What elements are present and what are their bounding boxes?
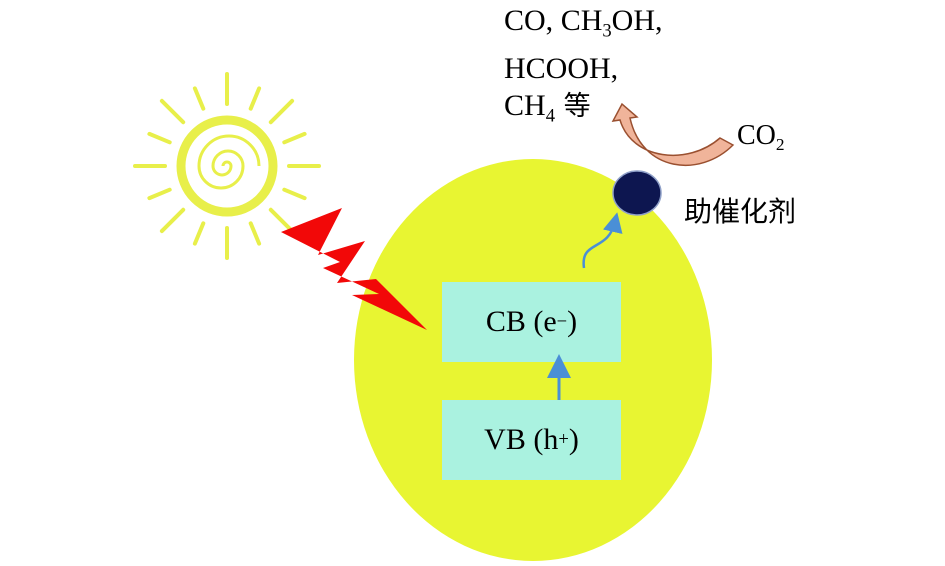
cb-box [442, 282, 621, 362]
electron-transfer-arrow [582, 212, 623, 269]
cb-label: CB (e−) [485, 305, 578, 338]
co2-label: CO2 [737, 120, 785, 155]
sun-ray [159, 98, 186, 125]
sun-ray [192, 86, 206, 111]
sun-swirl [197, 134, 261, 190]
sun-ray [268, 207, 295, 234]
co2-reduction-arrow [611, 102, 735, 167]
sun-icon [133, 72, 321, 260]
vb-label: VB (h+) [484, 423, 579, 456]
sun-rays [133, 72, 321, 260]
products-label: CO, CH3OH, HCOOH, CH4 等 [504, 2, 663, 134]
lightning-bolt-icon [281, 208, 427, 330]
sun-ray [248, 86, 262, 111]
vb-box [442, 400, 621, 480]
cocatalyst-label: 助催化剂 [684, 195, 797, 228]
sun-ray [282, 131, 307, 145]
sun-ray [159, 207, 186, 234]
cocatalyst-dot [612, 170, 662, 216]
sun-ray [248, 221, 262, 246]
sun-ray [147, 187, 172, 201]
sun-ray [268, 98, 295, 125]
sun-ray [282, 187, 307, 201]
sun-ray [147, 131, 172, 145]
products-line-2: HCOOH, [504, 51, 619, 85]
sun-ray [192, 221, 206, 246]
products-line-1: CO, CH3OH, [504, 4, 663, 42]
products-line-3: CH4 等 [504, 88, 591, 127]
